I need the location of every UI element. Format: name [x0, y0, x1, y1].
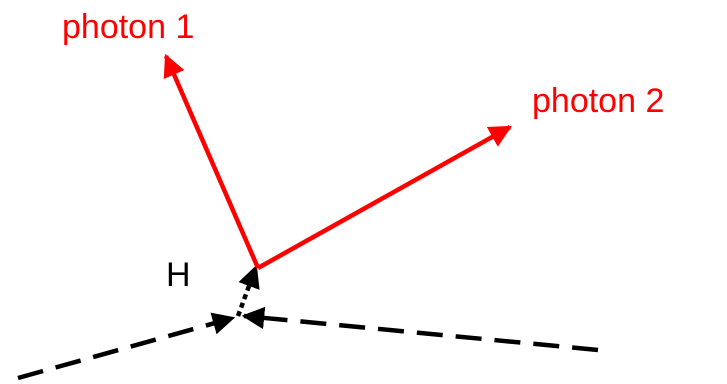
photon-1-arrow [163, 53, 261, 269]
photon-2-arrow [256, 125, 512, 270]
photon-1-label: photon 1 [62, 8, 195, 46]
higgs-label: H [166, 256, 191, 294]
incoming-particle-left [17, 312, 236, 381]
photon-2-label: photon 2 [532, 82, 665, 120]
incoming-particle-right [241, 306, 599, 353]
higgs-line [235, 264, 260, 317]
